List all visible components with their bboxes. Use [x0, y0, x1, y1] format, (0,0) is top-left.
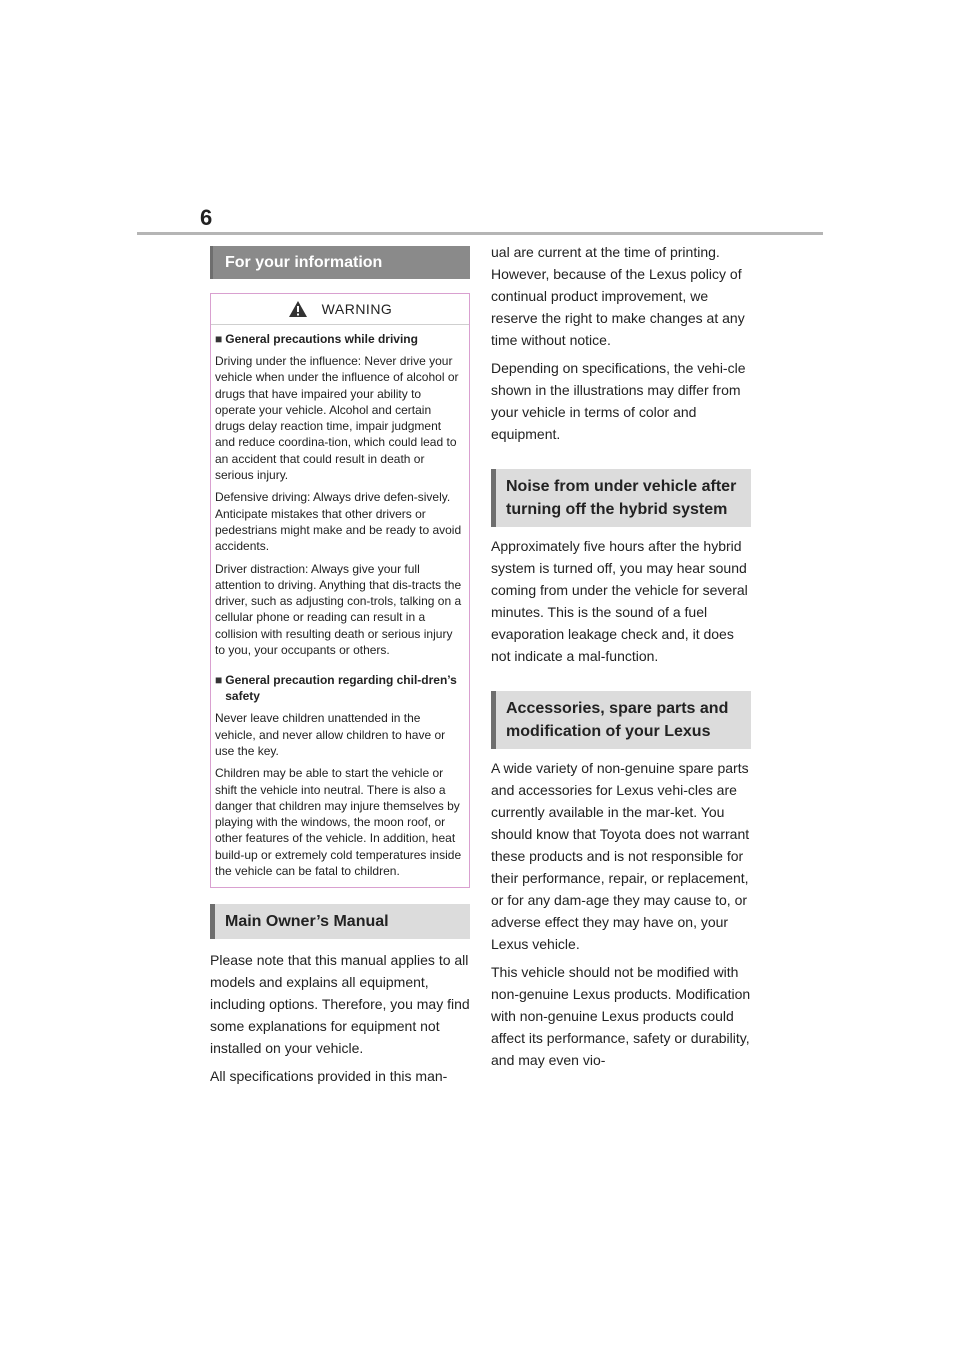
body-paragraph: Please note that this manual applies to … [210, 952, 470, 1057]
warning-label: WARNING [321, 301, 393, 317]
warning-paragraph: Never leave children unattended in the v… [215, 711, 446, 758]
page-number: 6 [200, 205, 213, 230]
section-title-for-your-information: For your information [210, 246, 470, 279]
warning-paragraph: Children may be able to start the vehicl… [215, 766, 462, 879]
warning-subheading: ■ General precaution regarding chil-dren… [215, 672, 463, 704]
warning-subheading-text: General precautions while driving [225, 332, 418, 346]
warning-subheading-text: General precaution regarding chil-dren’s… [225, 673, 457, 704]
section-title-main-owners-manual: Main Owner’s Manual [210, 904, 470, 940]
section-title-accessories: Accessories, spare parts and modificatio… [491, 691, 751, 749]
warning-paragraph: Defensive driving: Always drive defen-si… [215, 490, 462, 554]
body-paragraph: All specifications provided in this man- [210, 1068, 448, 1085]
body-paragraph: A wide variety of non-genuine spare part… [491, 760, 750, 952]
body-paragraph: ual are current at the time of printing.… [491, 244, 745, 348]
body-paragraph: Approximately five hours after the hybri… [491, 538, 748, 664]
warning-paragraph: Driver distraction: Always give your ful… [215, 561, 462, 658]
square-bullet-icon: ■ [215, 673, 223, 688]
body-paragraph: This vehicle should not be modified with… [491, 964, 751, 1068]
left-column: For your information WARNING ■ General p… [210, 246, 470, 1093]
square-bullet-icon: ■ [215, 332, 223, 346]
warning-header: WARNING [211, 294, 469, 325]
warning-paragraph: Driving under the influence: Never drive… [215, 354, 459, 483]
section-title-noise: Noise from under vehicle after turning o… [491, 469, 751, 527]
warning-subheading: ■ General precautions while driving [215, 331, 463, 347]
warning-triangle-icon [288, 301, 307, 317]
header-rule [137, 232, 823, 235]
body-paragraph: Depending on specifications, the vehi-cl… [491, 360, 746, 442]
warning-box: WARNING ■ General precautions while driv… [210, 293, 470, 889]
right-column: ual are current at the time of printing.… [491, 241, 751, 1077]
